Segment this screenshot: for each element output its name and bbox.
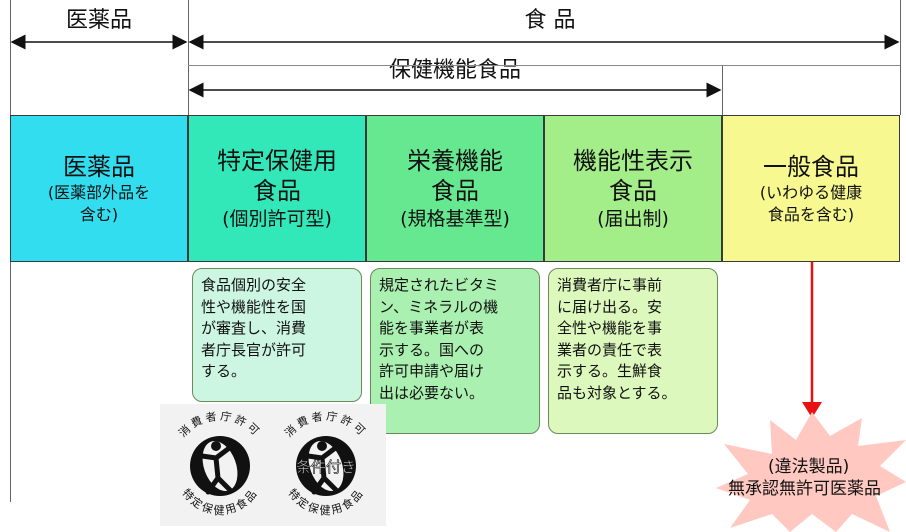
note-line: 性や機能性を国 xyxy=(201,297,307,316)
illegal-label: (違法製品) xyxy=(768,457,850,477)
note-line: 能を事業者が表 xyxy=(379,319,485,337)
red-arrow-head-icon xyxy=(802,402,822,418)
note-line: 業者の責任で表 xyxy=(557,340,663,359)
category-function-claims: 機能性表示 食品 (届出制) xyxy=(544,115,722,262)
note-line: 全性や機能を事 xyxy=(557,319,663,337)
note-line: 者庁長官が許可 xyxy=(201,340,307,359)
note-nutrient-function: 規定されたビタミ ン、ミネラルの機 能を事業者が表 示する。国への 許可申請や届… xyxy=(370,268,540,434)
foshu-seal-graphics: 消費者庁許可 特定保健用食品 消費者庁許可 条件付き 特定保健用食品 xyxy=(176,409,367,517)
note-line: 品も対象とする。 xyxy=(557,383,677,402)
note-line: 示する。国への xyxy=(379,340,485,359)
category-title: 食品 xyxy=(253,176,301,205)
note-function-claims: 消費者庁に事前 に届け出る。安 全性や機能を事 業者の責任で表 示する。生鮮食 … xyxy=(548,268,718,434)
category-title: 一般食品 xyxy=(763,152,859,181)
divider-line xyxy=(10,262,11,502)
note-line: 食品個別の安全 xyxy=(201,276,307,294)
category-drug: 医薬品 (医薬部外品を 含む) xyxy=(10,115,188,262)
person-head-icon xyxy=(317,441,327,451)
category-subtitle: 含む) xyxy=(79,204,119,224)
note-line: に届け出る。安 xyxy=(557,297,663,316)
category-subtitle: (個別許可型) xyxy=(222,207,332,230)
health-food-range-label: 保健機能食品 xyxy=(388,58,521,83)
person-figure-icon xyxy=(199,443,235,495)
note-foshu: 食品個別の安全 性や機能性を国 が審査し、消費 者庁長官が許可 する。 xyxy=(192,268,362,402)
note-line: が審査し、消費 xyxy=(201,319,307,337)
category-title: 機能性表示 xyxy=(573,146,693,175)
category-subtitle: 食品を含む) xyxy=(767,204,855,224)
unapproved-drug-label: 無承認無許可医薬品 xyxy=(728,479,881,499)
category-title: 食品 xyxy=(431,176,479,205)
category-subtitle: (届出制) xyxy=(597,207,669,230)
note-line: ン、ミネラルの機 xyxy=(379,297,499,316)
category-nutrient-function: 栄養機能 食品 (規格基準型) xyxy=(366,115,544,262)
divider-line xyxy=(10,0,11,115)
person-head-icon xyxy=(211,441,221,451)
divider-line xyxy=(722,65,723,115)
person-figure-icon xyxy=(305,443,341,495)
category-title: 栄養機能 xyxy=(407,146,503,175)
category-subtitle: (いわゆる健康 xyxy=(759,182,863,202)
note-line: 示する。生鮮食 xyxy=(557,362,663,380)
category-subtitle: (医薬部外品を xyxy=(47,182,151,202)
seal-middle-text: 条件付き xyxy=(296,458,356,476)
category-title: 特定保健用 xyxy=(217,146,337,175)
divider-line xyxy=(188,0,189,115)
note-line: 規定されたビタミ xyxy=(379,276,500,294)
category-foshu: 特定保健用 食品 (個別許可型) xyxy=(188,115,366,262)
note-line: 許可申請や届け xyxy=(379,362,485,380)
note-line: する。 xyxy=(201,362,247,380)
burst-shape-icon xyxy=(716,412,906,532)
note-line: 出は必要ない。 xyxy=(379,383,485,402)
category-general-food: 一般食品 (いわゆる健康 食品を含む) xyxy=(722,115,900,262)
drug-range-label: 医薬品 xyxy=(65,8,132,33)
divider-line xyxy=(900,0,901,115)
category-title: 医薬品 xyxy=(63,152,135,181)
note-line: 消費者庁に事前 xyxy=(557,276,663,294)
foshu-seals: 消費者庁許可 特定保健用食品 消費者庁許可 条件付き 特定保健用食品 xyxy=(160,404,386,526)
divider-line xyxy=(188,65,900,66)
food-range-label: 食 品 xyxy=(524,8,576,33)
category-title: 食品 xyxy=(609,176,657,205)
category-subtitle: (規格基準型) xyxy=(400,207,510,230)
